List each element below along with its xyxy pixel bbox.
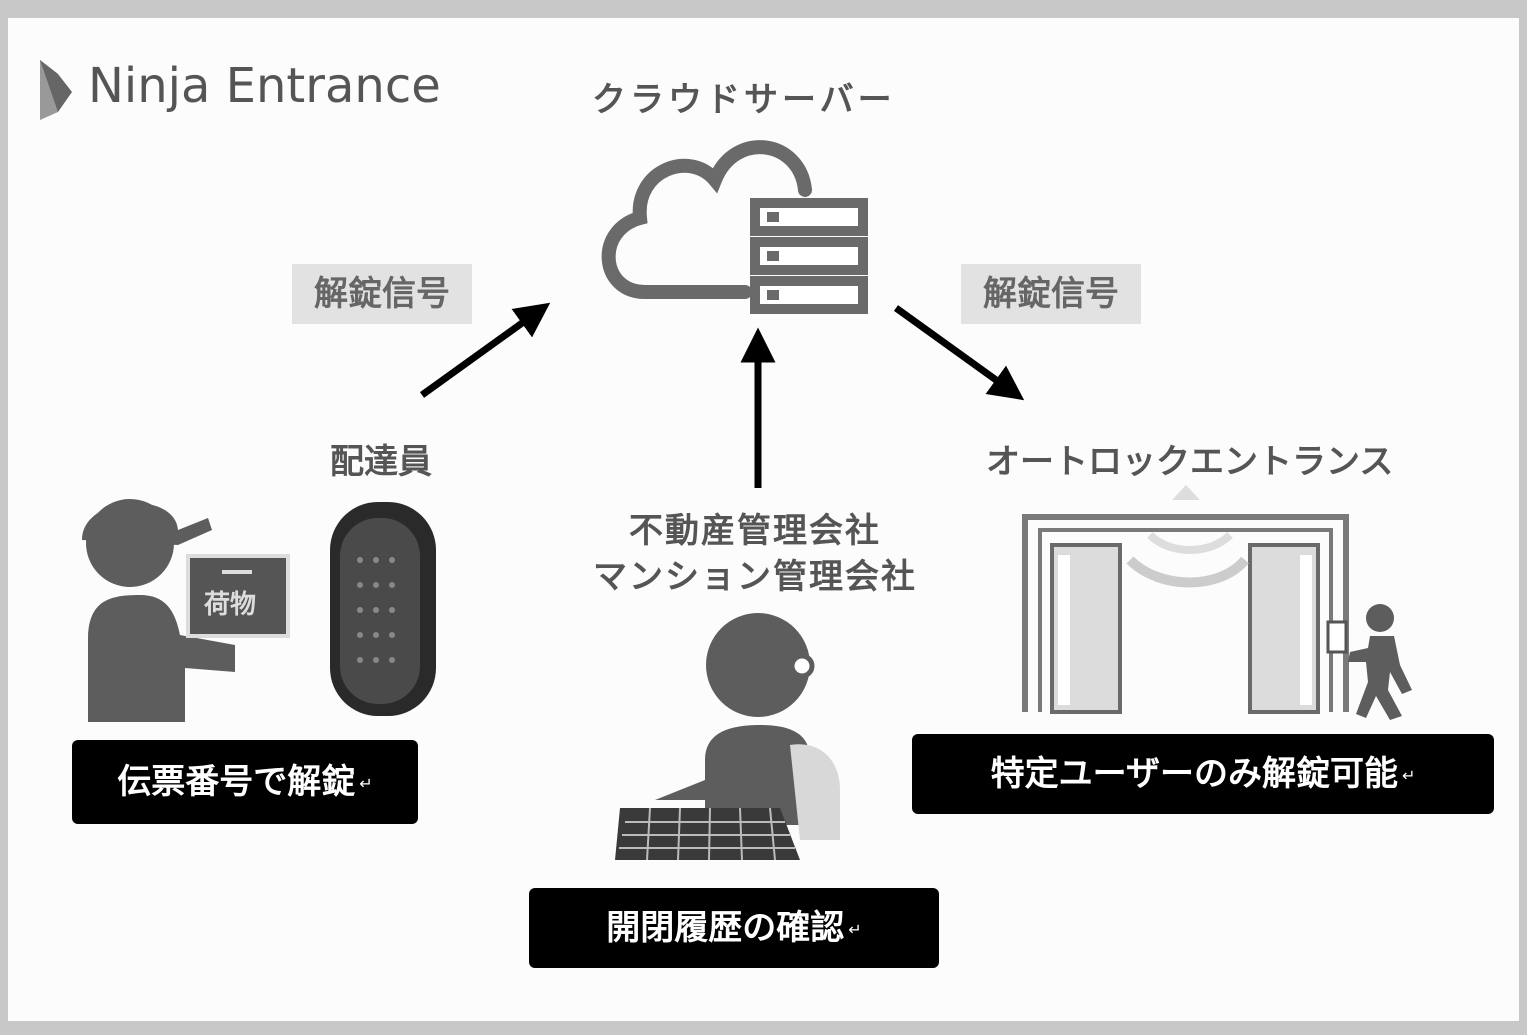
logo: Ninja Entrance (88, 58, 441, 114)
walking-person-icon (1326, 604, 1412, 720)
unlock-signal-tag-left: 解錠信号 (292, 264, 472, 324)
caption-center-text: 開閉履歴の確認 (606, 908, 845, 948)
return-mark-icon: ↵ (1401, 765, 1416, 785)
return-mark-icon: ↵ (359, 773, 373, 793)
caption-box-center: 開閉履歴の確認↵ (529, 888, 939, 968)
deliverer-label: 配達員 (330, 442, 432, 482)
arrow-cloud-to-entrance (893, 305, 1025, 401)
delivery-person-icon (82, 499, 235, 722)
package-label: 荷物 (204, 590, 257, 620)
company-label-line1: 不動産管理会社 (629, 511, 881, 551)
keypad-device-icon (330, 502, 436, 716)
company-label: 不動産管理会社 マンション管理会社 (560, 508, 950, 600)
caption-box-right: 特定ユーザーのみ解錠可能↵ (912, 734, 1494, 814)
cloud-server-label: クラウドサーバー (592, 80, 896, 120)
auto-lock-label: オートロックエントランス (986, 442, 1394, 482)
logo-text: Ninja Entrance (88, 58, 441, 114)
caption-left-text: 伝票番号で解錠 (117, 762, 356, 802)
ninja-logo-icon (40, 60, 72, 120)
auto-door-icon (1022, 485, 1349, 714)
caption-box-left: 伝票番号で解錠↵ (72, 740, 418, 824)
package-box-icon (186, 554, 290, 638)
company-label-line2: マンション管理会社 (593, 557, 917, 597)
arrow-deliverer-to-cloud (419, 302, 551, 398)
caption-right-text: 特定ユーザーのみ解錠可能 (990, 754, 1398, 794)
unlock-signal-tag-right: 解錠信号 (961, 264, 1141, 324)
operator-person-icon (655, 613, 840, 840)
cloud-server-icon (601, 140, 868, 314)
keyboard-icon (615, 807, 800, 861)
return-mark-icon: ↵ (848, 919, 862, 939)
